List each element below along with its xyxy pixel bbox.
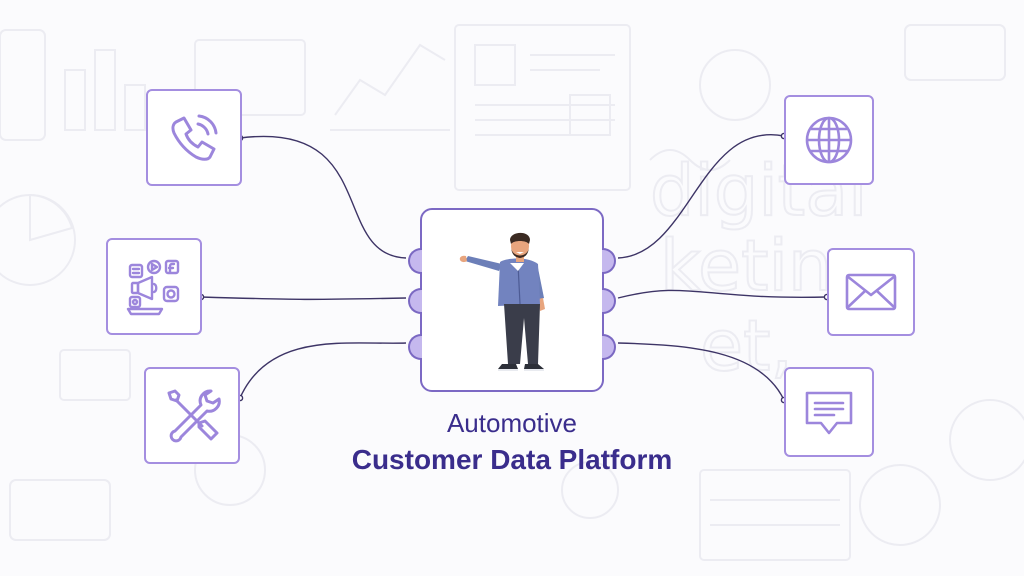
diagram-title-line-2: Customer Data Platform — [0, 444, 1024, 476]
globe-node — [784, 95, 874, 185]
phone-call-icon — [166, 110, 222, 166]
connector-email — [618, 290, 827, 298]
email-node — [827, 248, 915, 336]
customer-data-platform-hub — [420, 208, 604, 392]
diagram-title-line-1: Automotive — [0, 408, 1024, 439]
connector-social — [201, 297, 406, 299]
connector-tools — [240, 343, 406, 398]
connector-globe — [618, 135, 784, 258]
phone-node — [146, 89, 242, 186]
envelope-icon — [844, 272, 898, 312]
connector-chat — [618, 343, 784, 400]
globe-icon — [802, 113, 856, 167]
social-media-marketing-icon — [124, 257, 184, 317]
social-media-node — [106, 238, 202, 335]
person-presenting-illustration — [420, 208, 604, 392]
connector-phone — [240, 136, 406, 258]
